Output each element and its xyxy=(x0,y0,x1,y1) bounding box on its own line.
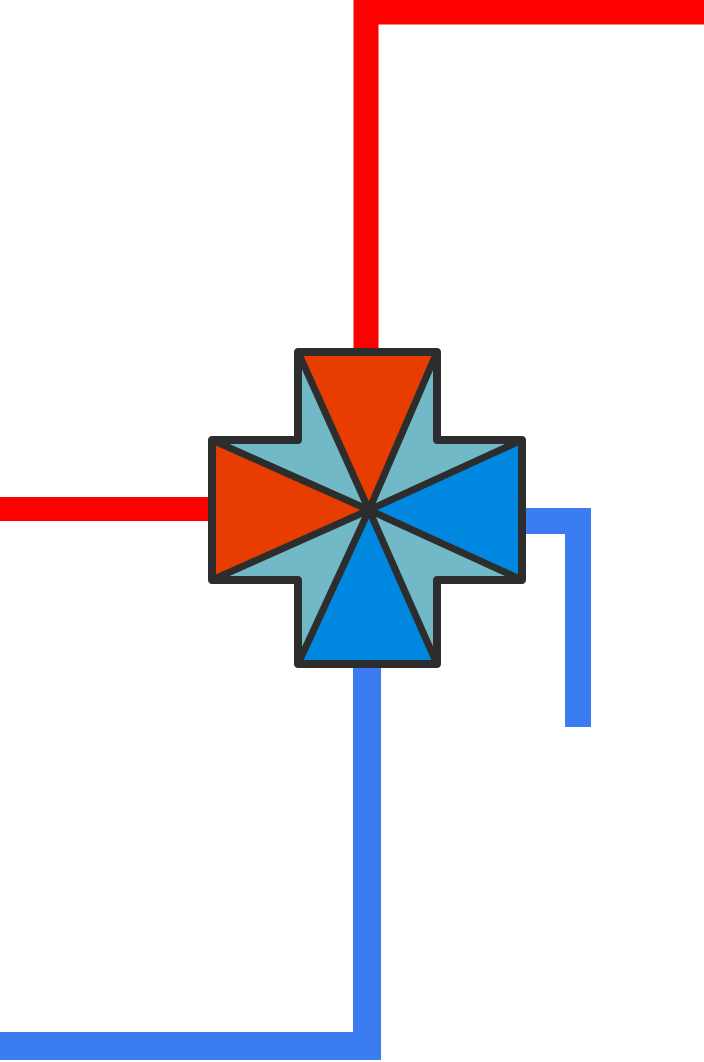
hot-supply-pipe-top xyxy=(353,0,704,352)
cold-return-pipe-bottom xyxy=(0,664,381,1060)
cold-pipe-right xyxy=(522,508,591,727)
valve-divider-lines xyxy=(208,348,526,668)
valve-outline xyxy=(208,348,526,668)
valve-body xyxy=(208,348,526,668)
cold-port-bottom xyxy=(298,510,437,664)
hot-port-top xyxy=(298,352,437,510)
hot-port-left xyxy=(212,440,369,580)
cold-port-right xyxy=(369,440,522,580)
